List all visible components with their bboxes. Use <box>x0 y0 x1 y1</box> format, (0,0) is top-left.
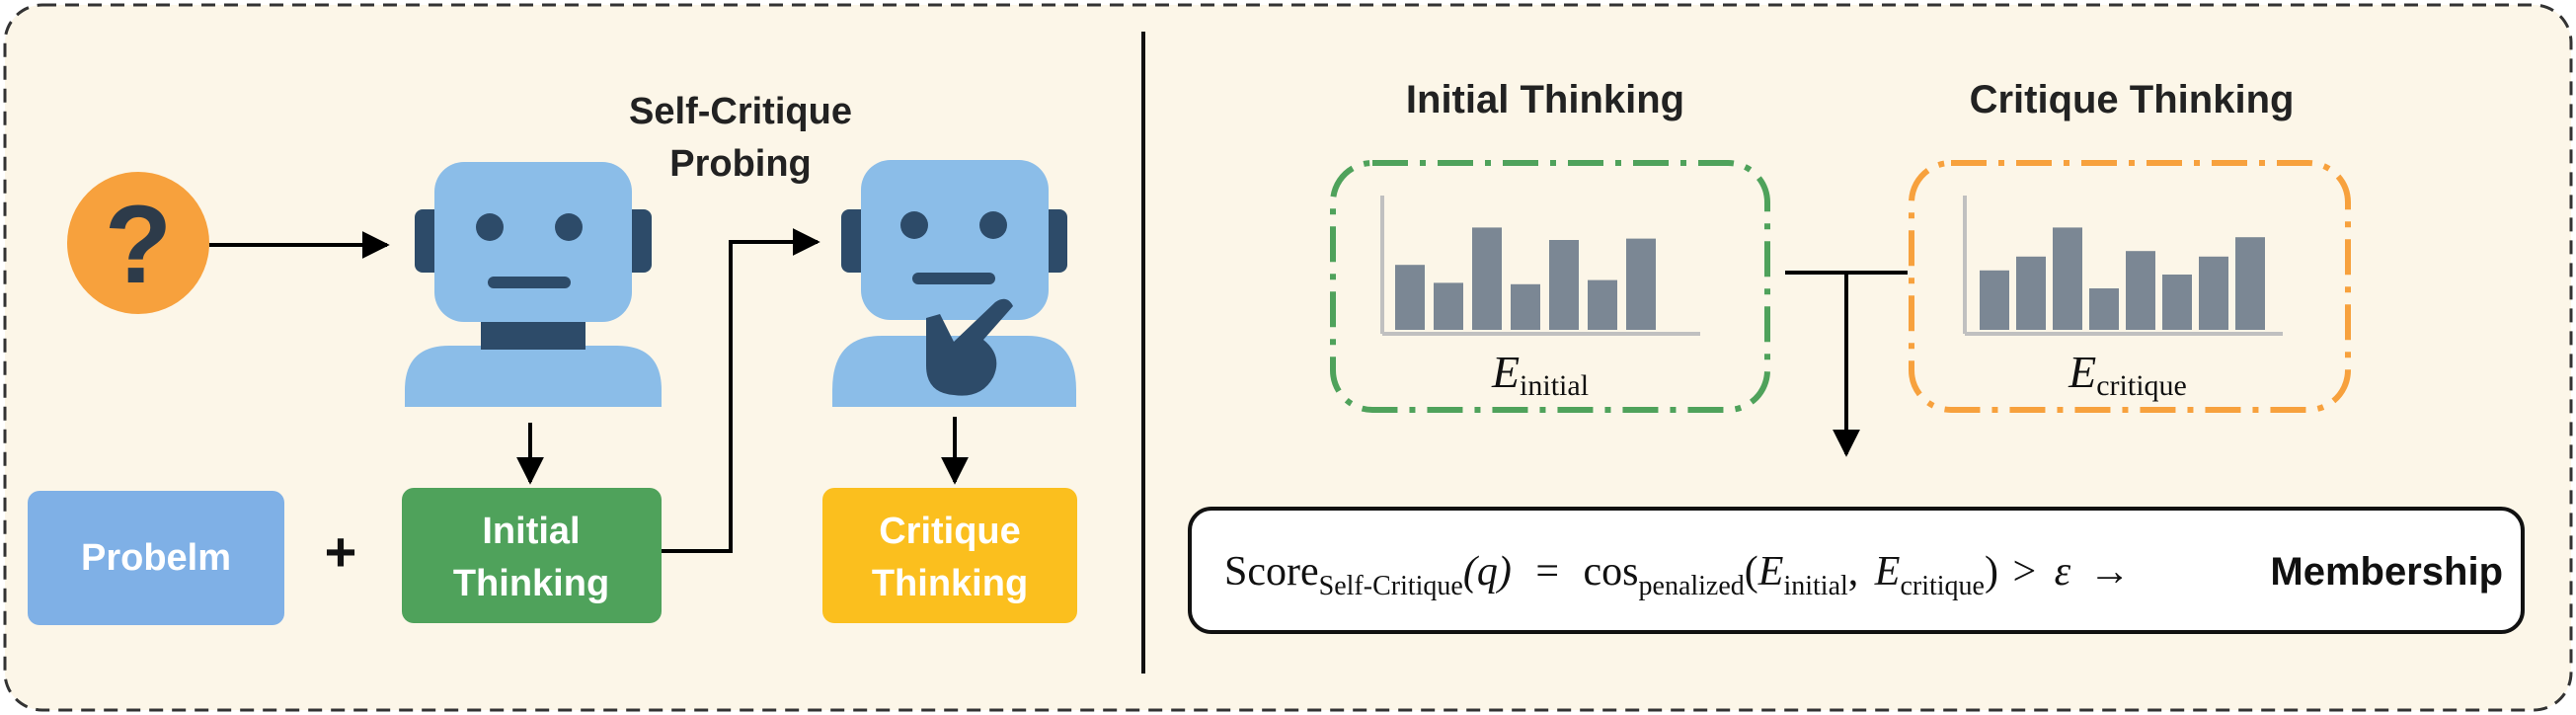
critique-bar-1 <box>1980 270 2009 330</box>
initial-embedding-label: Einitial <box>1491 347 1589 402</box>
initial-bar-1 <box>1395 265 1425 330</box>
initial-bar-5 <box>1549 240 1579 330</box>
critique-embedding-card: Ecritique <box>1909 160 2351 413</box>
critique-embedding-label: Ecritique <box>2068 347 2187 402</box>
question-mark: ? <box>105 183 172 306</box>
initial-bar-3 <box>1472 227 1502 330</box>
plus-sign: + <box>325 520 357 583</box>
critique-bar-8 <box>2235 237 2265 330</box>
critique-bar-group <box>1980 227 2265 330</box>
initial-thinking-box: Initial Thinking <box>402 488 662 623</box>
score-formula: ScoreSelf-Critique(q) = cospenalized(Ein… <box>1224 549 2131 601</box>
critique-bar-5 <box>2126 251 2155 330</box>
critique-box-line2: Thinking <box>872 563 1028 604</box>
problem-label: Probelm <box>81 537 231 579</box>
initial-bar-group <box>1395 227 1656 330</box>
initial-embedding-card: Einitial <box>1330 160 1770 413</box>
probing-label-line1: Self-Critique <box>629 91 852 132</box>
critique-box-line1: Critique <box>879 511 1021 552</box>
critique-thinking-title: Critique Thinking <box>1970 78 2295 121</box>
initial-bar-7 <box>1626 238 1656 330</box>
question-icon: ? <box>67 172 209 314</box>
critique-bar-7 <box>2199 256 2228 330</box>
initial-box-line1: Initial <box>482 511 580 552</box>
initial-bar-4 <box>1511 283 1540 330</box>
thinking-robot-icon <box>832 160 1076 407</box>
arrow-initial-to-critique-robot <box>662 228 820 553</box>
critique-thinking-box: Critique Thinking <box>822 488 1077 623</box>
membership-label: Membership <box>2270 550 2503 594</box>
probing-label-line2: Probing <box>669 143 812 185</box>
critique-bar-2 <box>2016 256 2046 330</box>
critique-bar-6 <box>2162 275 2192 330</box>
initial-box-line2: Thinking <box>453 563 609 604</box>
problem-box: Probelm <box>28 491 284 625</box>
formula-box: ScoreSelf-Critique(q) = cospenalized(Ein… <box>1188 507 2525 634</box>
thinking-hand-icon <box>926 298 1013 396</box>
critique-bar-3 <box>2053 227 2082 330</box>
initial-bar-2 <box>1434 282 1463 330</box>
robot-icon <box>405 162 662 407</box>
critique-bar-4 <box>2089 288 2119 330</box>
initial-thinking-title: Initial Thinking <box>1406 78 1684 121</box>
initial-bar-6 <box>1588 279 1617 330</box>
